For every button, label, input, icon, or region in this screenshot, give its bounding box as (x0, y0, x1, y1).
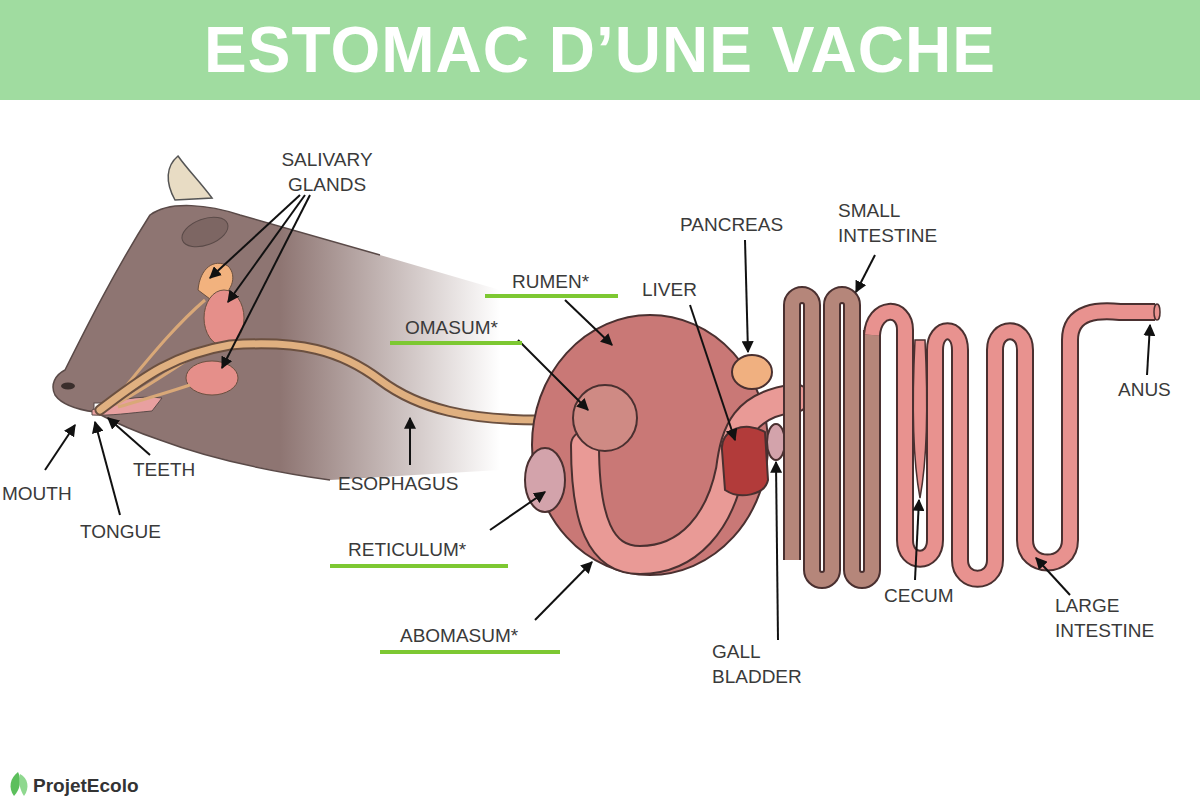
part-label: ABOMASUM* (400, 623, 518, 648)
part-label: ESOPHAGUS (338, 471, 458, 496)
part-label: LIVER (642, 277, 697, 302)
title-band (0, 0, 1200, 100)
rumen (532, 315, 768, 575)
leader-arrow (745, 240, 748, 352)
underline (390, 341, 522, 345)
leader-arrow (228, 195, 305, 302)
small-intestine-outline (792, 295, 872, 580)
underline (330, 564, 508, 568)
anus (1154, 304, 1160, 320)
small-intestine (792, 295, 872, 580)
leader-arrow (535, 562, 592, 620)
large-intestine-outline (872, 311, 1155, 578)
watermark: ProjetEcolo (33, 773, 139, 798)
esophagus-outline (100, 344, 540, 420)
part-label: PANCREAS (680, 212, 783, 237)
omasum (573, 385, 637, 451)
part-label: SALIVARY GLANDS (262, 147, 392, 197)
leader-arrow (776, 462, 778, 640)
leader-arrow (95, 422, 120, 515)
leader-arrow (409, 418, 411, 465)
underline (485, 294, 618, 298)
brand-logo (11, 772, 28, 796)
leader-lines (45, 195, 1150, 640)
leader-arrow (1036, 558, 1070, 595)
part-label: OMASUM* (405, 315, 498, 340)
underline (380, 650, 560, 654)
ear (178, 212, 232, 253)
leader-arrow (915, 500, 919, 580)
esophagus (100, 344, 540, 420)
part-label: CECUM (884, 583, 954, 608)
part-label: SMALL INTESTINE (838, 198, 963, 248)
leader-arrow (108, 418, 150, 455)
liver (722, 427, 768, 495)
label-underlines (330, 296, 618, 652)
page-title: ESTOMAC D’UNE VACHE (0, 0, 1200, 100)
horn (168, 156, 212, 200)
leader-arrow (1147, 325, 1150, 375)
leader-arrow (45, 425, 75, 470)
part-label: GALL BLADDER (712, 639, 827, 689)
leader-arrow (490, 492, 545, 530)
part-label: RUMEN* (512, 269, 589, 294)
gall-bladder (767, 424, 785, 460)
part-label: LARGE INTESTINE (1055, 593, 1180, 643)
leader-arrow (565, 300, 612, 345)
logo-leaf (19, 774, 27, 796)
leader-arrow (518, 340, 588, 410)
logo-leaf (11, 772, 21, 796)
part-label: MOUTH (2, 481, 72, 506)
cecum (913, 340, 926, 498)
leader-arrow (222, 195, 310, 368)
leader-arrow (856, 255, 875, 292)
part-label: ANUS (1118, 377, 1171, 402)
salivary-gland (186, 361, 238, 395)
large-intestine (872, 311, 1155, 578)
pancreas (732, 355, 772, 389)
part-label: TEETH (133, 457, 195, 482)
nostril (61, 383, 75, 390)
leader-arrow (690, 305, 735, 440)
part-label: RETICULUM* (348, 537, 466, 562)
part-label: TONGUE (80, 519, 161, 544)
